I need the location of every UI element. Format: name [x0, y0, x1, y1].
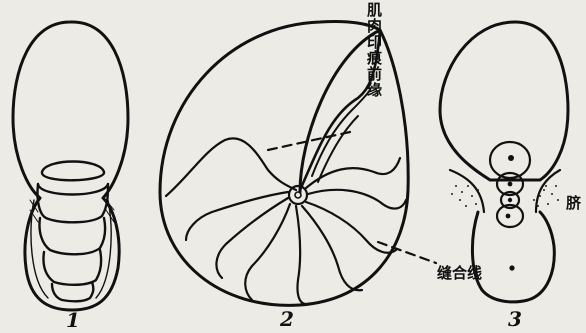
figure-number-2: 2 [280, 307, 294, 331]
figure-1-front-view [13, 22, 128, 310]
fig1-side-hatching [30, 200, 114, 222]
figure-number-1: 1 [66, 308, 80, 332]
fig2-septa [186, 158, 406, 304]
figure-2-side-view [160, 21, 436, 305]
fig1-whorl-1 [42, 162, 104, 181]
fig2-umbilicus [289, 186, 307, 204]
label-muscle-scar-front: 肌肉印痕前缘 [366, 2, 382, 98]
fig3-umbilical-stipple [451, 185, 559, 207]
fig1-body-chamber-outline [13, 22, 128, 310]
fig2-siphuncle [295, 192, 301, 198]
fig3-inner-whorl [472, 212, 554, 302]
label-suture-line: 缝合线 [437, 262, 482, 283]
label-umbilicus: 脐 [566, 192, 581, 213]
figure-number-3: 3 [508, 307, 522, 331]
fig1-whorl-2 [37, 184, 108, 222]
figure-3-section-view [440, 22, 568, 302]
fig3-outer-whorl [440, 22, 568, 180]
fig2-first-suture [166, 138, 296, 196]
